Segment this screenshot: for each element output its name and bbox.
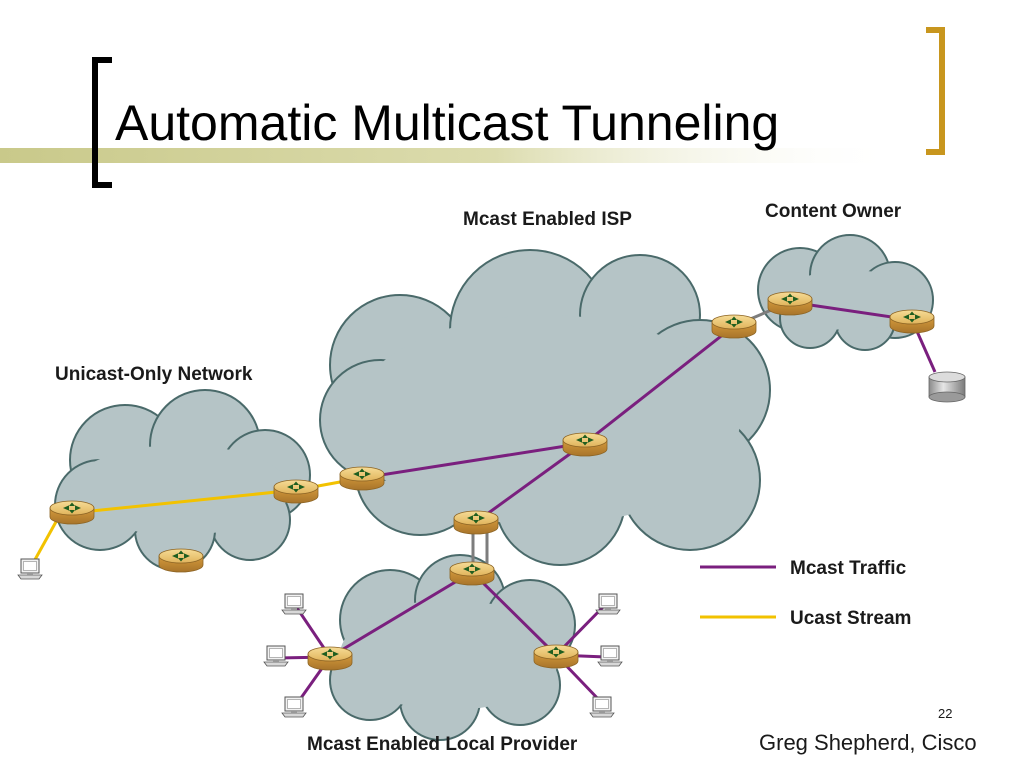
router-icon [711, 314, 757, 339]
router-icon [158, 548, 204, 573]
page-number: 22 [938, 706, 953, 721]
router-icon [533, 644, 579, 669]
legend-mcast-label: Mcast Traffic [790, 558, 907, 579]
router-icon [453, 510, 499, 535]
pc-icon [281, 696, 307, 718]
router-icon [307, 646, 353, 671]
pc-icon [595, 593, 621, 615]
slide-title: Automatic Multicast Tunneling [115, 95, 780, 151]
content-owner-label: Content Owner [765, 201, 902, 222]
router-icon [767, 291, 813, 316]
unicast-only-label: Unicast-Only Network [55, 364, 253, 385]
pc-icon [263, 645, 289, 667]
header-accent-bar [0, 148, 900, 163]
router-icon [339, 466, 385, 491]
local-provider-label: Mcast Enabled Local Provider [307, 734, 578, 755]
right-bracket [926, 27, 945, 155]
left-bracket [92, 57, 112, 188]
pc-icon [589, 696, 615, 718]
pc-icon [17, 558, 43, 580]
server-icon [928, 371, 966, 403]
router-icon [273, 479, 319, 504]
pc-icon [597, 645, 623, 667]
author-credit: Greg Shepherd, Cisco [759, 730, 977, 755]
router-icon [49, 500, 95, 525]
router-icon [562, 432, 608, 457]
pc-icon [281, 593, 307, 615]
legend-ucast-label: Ucast Stream [790, 608, 912, 629]
isp-label: Mcast Enabled ISP [463, 209, 632, 230]
router-icon [889, 309, 935, 334]
router-icon [449, 561, 495, 586]
